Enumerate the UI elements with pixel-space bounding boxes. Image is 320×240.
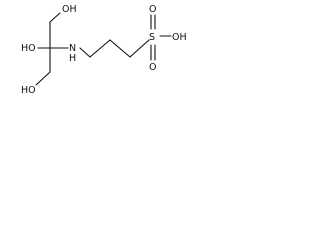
atom-label-sulfur: S	[149, 32, 155, 43]
atom-label-oh-bottom: HO	[21, 85, 36, 96]
bond-c3-s	[129, 39, 150, 58]
atom-label-oh-right: OH	[172, 32, 187, 43]
atom-label-nitrogen-h: H	[69, 53, 76, 64]
atom-label-oh-top: OH	[62, 4, 77, 15]
bond-c-ch2oh-top	[49, 12, 61, 23]
chemical-structure-diagram: OH HO HO N H S O O OH	[21, 4, 187, 96]
atom-labels: OH HO HO N H S O O OH	[21, 4, 187, 96]
atom-label-nitrogen: N	[69, 43, 76, 54]
bond-c2-c3	[109, 39, 131, 58]
bond-c-ch2oh-bottom	[35, 71, 51, 86]
bond-n-c1	[79, 47, 91, 58]
bond-lines	[35, 12, 172, 86]
atom-label-oh-left: HO	[21, 43, 36, 54]
bond-c1-c2	[89, 39, 111, 58]
atom-label-oxygen-bottom: O	[149, 62, 156, 73]
atom-label-oxygen-top: O	[149, 4, 156, 15]
